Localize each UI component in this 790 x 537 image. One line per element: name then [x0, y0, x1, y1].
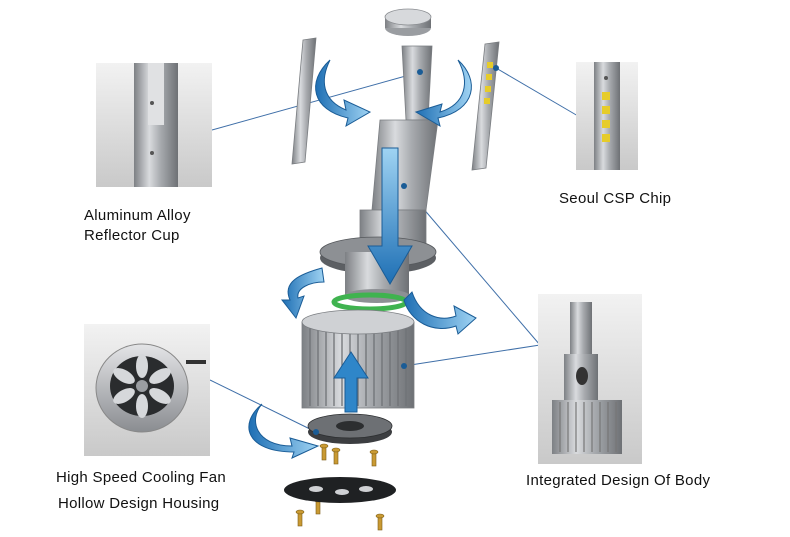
integrated-body-photo	[538, 294, 642, 464]
leader-line-body-lower	[403, 344, 541, 367]
fan-label: High Speed Cooling Fan	[56, 469, 227, 486]
right-heat-plate-with-chips	[471, 41, 500, 171]
rotate-arrow-icon-right-top	[414, 59, 472, 128]
finned-heat-sink	[301, 309, 415, 409]
housing-label: Hollow Design Housing	[58, 495, 220, 512]
rotate-arrow-icon-fan	[248, 403, 320, 459]
flow-arrow-icon-up	[333, 351, 369, 413]
top-cap	[384, 8, 432, 36]
leader-line-chip	[495, 67, 579, 117]
leader-lines	[209, 67, 579, 433]
reflector-cup-body	[359, 45, 439, 245]
reflector-label-line2: Reflector Cup	[84, 227, 180, 244]
leader-line-body-upper	[403, 185, 541, 346]
rotate-arrow-icon-right-mid	[403, 291, 477, 335]
fan-housing-photo	[84, 324, 210, 456]
leader-line-reflector	[211, 71, 421, 131]
body-label: Integrated Design Of Body	[526, 472, 711, 489]
rotate-arrow-icon-left-mid	[280, 267, 325, 320]
leader-line-fan	[209, 379, 317, 433]
reflector-cup-photo	[96, 63, 212, 187]
rotate-arrow-icon-left-top	[315, 59, 372, 128]
chip-label: Seoul CSP Chip	[559, 190, 672, 207]
bottom-cover-plate	[284, 477, 396, 503]
flow-arrow-icon-down	[367, 147, 413, 285]
cooling-fan	[307, 413, 393, 444]
reflector-label-line1: Aluminum Alloy	[84, 207, 191, 224]
callout-dot-icon	[313, 65, 499, 435]
left-heat-plate	[291, 37, 317, 165]
csp-chip-photo	[576, 62, 638, 170]
